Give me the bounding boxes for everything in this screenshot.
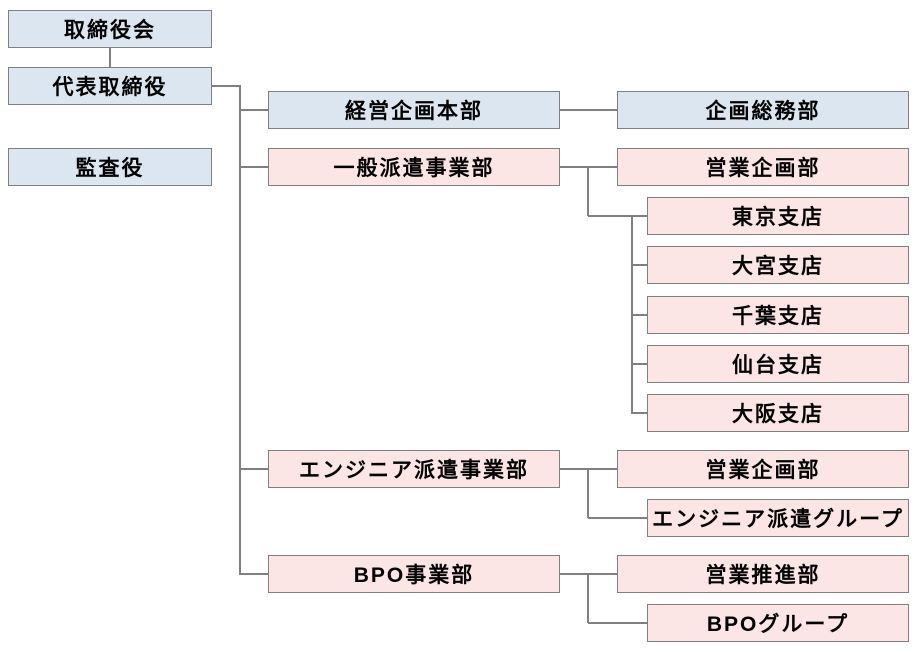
node-chiba-branch: 千葉支店 [647, 296, 909, 334]
node-sales-promotion-dept: 営業推進部 [617, 555, 909, 593]
node-board-of-directors: 取締役会 [8, 10, 212, 48]
connector-to-sendai-branch [632, 363, 647, 365]
node-corporate-planning-hq: 経営企画本部 [268, 91, 560, 129]
connector-to-bpo-group [588, 622, 647, 624]
connector-main-trunk [239, 85, 241, 575]
connector-planning-hq-to-general-affairs [560, 109, 617, 111]
node-sales-planning-dept-general: 営業企画部 [617, 148, 909, 186]
connector-director-to-trunk [212, 85, 240, 87]
node-engineer-staffing-group: エンジニア派遣グループ [647, 499, 909, 537]
connector-to-omiya-branch [632, 264, 647, 266]
node-sendai-branch: 仙台支店 [647, 345, 909, 383]
connector-engineer-div-drop [587, 469, 589, 518]
node-bpo-division: BPO事業部 [268, 555, 560, 593]
connector-trunk-to-engineer-staffing [240, 468, 268, 470]
node-tokyo-branch: 東京支店 [647, 197, 909, 235]
connector-general-staffing-drop [587, 167, 589, 216]
node-osaka-branch: 大阪支店 [647, 394, 909, 432]
connector-general-staffing-to-sales-planning [560, 166, 617, 168]
connector-trunk-to-planning-hq [240, 109, 268, 111]
node-sales-planning-dept-engineer: 営業企画部 [617, 450, 909, 488]
connector-bpo-div-drop [587, 574, 589, 623]
node-auditor: 監査役 [8, 148, 212, 186]
connector-bpo-div-to-sales-promotion [560, 573, 617, 575]
node-general-staffing-division: 一般派遣事業部 [268, 148, 560, 186]
node-omiya-branch: 大宮支店 [647, 246, 909, 284]
connector-to-osaka-branch [632, 412, 647, 414]
node-engineer-staffing-division: エンジニア派遣事業部 [268, 450, 560, 488]
connector-board-to-director [109, 48, 111, 67]
connector-engineer-div-to-sales-planning [560, 468, 617, 470]
connector-trunk-to-general-staffing [240, 166, 268, 168]
node-representative-director: 代表取締役 [8, 67, 212, 105]
node-bpo-group: BPOグループ [647, 604, 909, 642]
connector-to-engineer-group [588, 517, 647, 519]
node-planning-general-affairs-dept: 企画総務部 [617, 91, 909, 129]
connector-to-chiba-branch [632, 314, 647, 316]
connector-to-tokyo-branch [588, 215, 647, 217]
connector-branch-spine [631, 216, 633, 414]
connector-trunk-to-bpo [240, 573, 268, 575]
